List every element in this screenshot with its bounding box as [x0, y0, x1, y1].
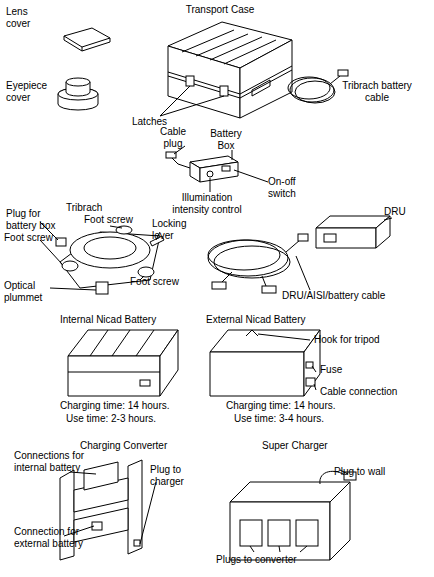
- transport-case: [160, 86, 224, 116]
- transport-case: [168, 70, 292, 98]
- part-label: Hook for tripod: [314, 334, 432, 346]
- transport-case: [186, 76, 194, 86]
- super-charger: [268, 520, 290, 546]
- battery-box: [190, 162, 200, 182]
- dru-cable: [208, 234, 310, 293]
- internal-battery: [68, 356, 160, 396]
- part-label: Cable plug: [156, 126, 190, 150]
- internal-battery: [68, 330, 178, 356]
- part-label: Super Charger: [262, 440, 402, 452]
- part-label: Fuse: [320, 364, 380, 376]
- part-label: External Nicad Battery: [206, 314, 346, 326]
- dru-cable: [212, 282, 226, 289]
- super-charger: [230, 470, 356, 560]
- charging-converter: [84, 462, 118, 490]
- charging-converter: [134, 540, 140, 546]
- charging-converter: [74, 508, 128, 542]
- part-label: On-off switch: [268, 176, 306, 200]
- battery-box: [172, 158, 190, 168]
- part-label: Internal Nicad Battery: [60, 314, 200, 326]
- charging-converter: [128, 460, 142, 554]
- battery-box: [166, 146, 268, 192]
- dru-cable: [296, 256, 310, 290]
- tribrach-battery-cable: [288, 70, 348, 103]
- eyepiece-cover: [58, 78, 98, 110]
- tribrach: [70, 232, 150, 268]
- lens-cover: [64, 36, 110, 51]
- part-label: Illumination intensity control: [166, 192, 248, 216]
- eyepiece-cover: [66, 78, 90, 86]
- battery-box: [222, 166, 230, 171]
- part-label: Use time: 2-3 hours.: [66, 413, 216, 425]
- internal-battery: [160, 330, 178, 396]
- external-battery: [306, 362, 313, 368]
- transport-case: [220, 86, 228, 96]
- external-battery: [306, 378, 315, 386]
- super-charger: [230, 482, 350, 502]
- part-label: Cable connection: [320, 386, 430, 398]
- part-label: Lens cover: [6, 6, 36, 30]
- transport-case: [252, 80, 270, 96]
- external-battery: [210, 330, 320, 352]
- part-label: Transport Case: [160, 4, 280, 16]
- tribrach-battery-cable: [338, 70, 348, 76]
- part-label: Plug to wall: [334, 466, 432, 478]
- part-label: Eyepiece cover: [6, 80, 52, 104]
- internal-battery: [68, 330, 160, 372]
- part-label: Tribrach battery cable: [334, 80, 420, 104]
- transport-case: [168, 46, 240, 118]
- transport-case: [160, 22, 292, 118]
- dru-cable: [222, 240, 300, 286]
- battery-box: [174, 146, 268, 192]
- tribrach: [96, 282, 108, 294]
- internal-battery: [68, 330, 178, 396]
- tribrach-battery-cable: [288, 77, 330, 99]
- internal-battery: [140, 380, 150, 386]
- tribrach-battery-cable: [330, 76, 340, 84]
- external-battery: [246, 330, 258, 336]
- external-battery: [210, 330, 320, 396]
- external-battery: [258, 334, 316, 390]
- tribrach: [62, 261, 78, 271]
- part-label: Foot screw: [4, 232, 74, 244]
- super-charger: [240, 520, 262, 546]
- transport-case: [240, 40, 292, 118]
- super-charger: [250, 470, 348, 552]
- battery-box: [166, 152, 176, 158]
- part-label: Foot screw: [84, 214, 154, 226]
- part-label: Plug for battery box: [6, 208, 64, 232]
- super-charger: [296, 520, 318, 546]
- dru: [384, 218, 392, 220]
- dru-cable: [298, 234, 308, 241]
- part-label: Charging time: 14 hours.: [60, 400, 210, 412]
- part-label: Battery Box: [206, 128, 246, 152]
- transport-case: [182, 30, 276, 64]
- part-label: Optical plummet: [4, 280, 50, 304]
- part-label: Connection for external battery: [14, 526, 96, 550]
- part-label: Plug to charger: [150, 464, 192, 488]
- battery-box: [200, 162, 238, 182]
- part-label: Tribrach: [66, 202, 126, 214]
- tribrach: [138, 267, 154, 277]
- tribrach: [84, 237, 136, 259]
- battery-box: [207, 171, 213, 177]
- lens-cover: [64, 28, 110, 51]
- part-label: DRU/AISI/battery cable: [282, 290, 432, 302]
- part-label: DRU: [384, 206, 424, 218]
- external-battery: [210, 352, 304, 396]
- part-label: Plugs to converter: [216, 554, 346, 566]
- dru-cable: [262, 286, 276, 293]
- part-label: Charging Converter: [80, 440, 220, 452]
- part-label: Foot screw: [130, 276, 200, 288]
- dru: [316, 216, 392, 248]
- part-label: Charging time: 14 hours.: [226, 400, 376, 412]
- dru: [324, 234, 336, 242]
- dru: [376, 216, 390, 248]
- part-label: Connections for internal battery: [14, 450, 96, 474]
- dru-cable: [208, 240, 280, 270]
- part-label: Locking lever: [152, 218, 196, 242]
- part-label: Use time: 3-4 hours.: [234, 413, 384, 425]
- super-charger: [330, 482, 350, 560]
- dru: [316, 228, 376, 248]
